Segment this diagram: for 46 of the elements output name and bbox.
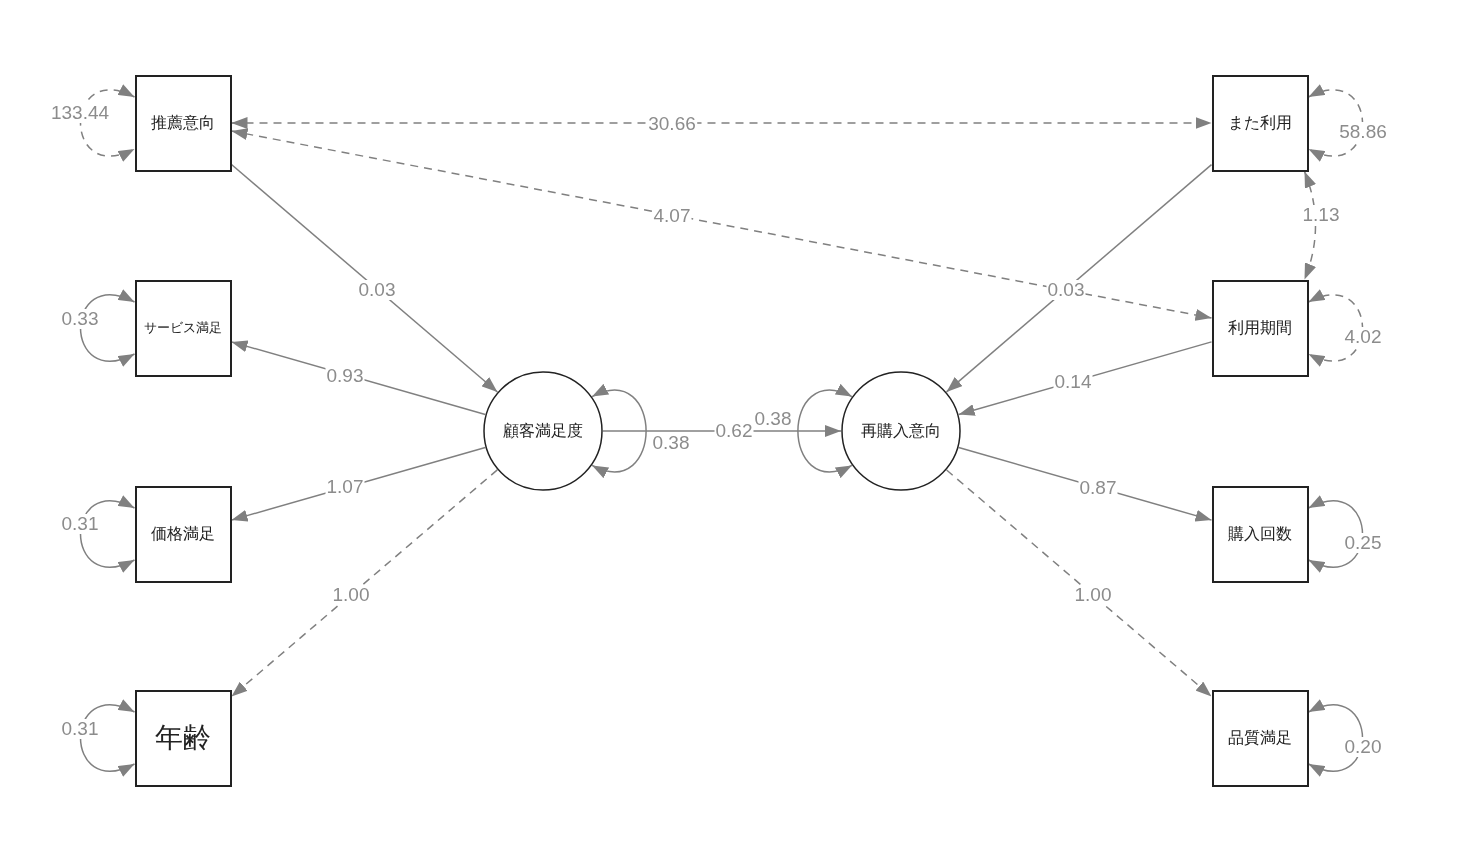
edge-label: 4.02 [1343,327,1383,347]
arrow [945,163,1213,393]
edge-label: 0.03 [1046,280,1086,300]
latent-variable-circle [841,371,961,491]
variable-name: サービス満足 [144,319,222,337]
variance-loop-arrow [1307,290,1364,366]
edge-label: 133.44 [49,103,111,123]
edge-label: 0.20 [1343,737,1383,757]
variance-loop-arrow [1307,85,1364,161]
edge-label: 1.00 [331,585,371,605]
variable-name: 推薦意向 [151,112,215,133]
edge-label: 58.86 [1338,122,1388,142]
variable-name: また利用 [1228,112,1292,133]
double-headed-arrow [1303,170,1317,281]
observed-variable-box [134,689,232,787]
variable-name: 品質満足 [1228,727,1292,748]
variance-loop-arrow [591,385,647,477]
edge-label: 0.33 [60,309,100,329]
variance-loop-arrow [79,496,136,572]
arrow [230,469,499,698]
double-headed-arrow [230,117,1213,129]
variance-loop-arrow [79,85,136,161]
variable-name: 顧客満足度 [503,420,583,441]
variance-loop-arrow [797,385,853,477]
observed-variable-box [1211,485,1309,583]
observed-variable-box [1211,689,1309,787]
observed-variable-box [1211,74,1309,172]
edge-label: 1.07 [325,477,365,497]
variable-name: 利用期間 [1228,317,1292,338]
variable-name: 年齢 [155,721,211,755]
variable-name: 購入回数 [1228,523,1292,544]
edge-label: 0.31 [60,719,100,739]
arrow [945,469,1213,698]
variable-name: 再購入意向 [861,420,941,441]
edge-label: 0.25 [1343,533,1383,553]
latent-variable-circle [483,371,603,491]
double-headed-arrow [230,128,1213,321]
edge-label: 1.00 [1073,585,1113,605]
observed-variable-box [134,279,232,377]
observed-variable-box [1211,279,1309,377]
variable-name: 価格満足 [151,523,215,544]
arrow [230,163,499,393]
observed-variable-box [134,485,232,583]
edge-label: 0.31 [60,514,100,534]
observed-variable-box [134,74,232,172]
edge-label: 0.03 [357,280,397,300]
